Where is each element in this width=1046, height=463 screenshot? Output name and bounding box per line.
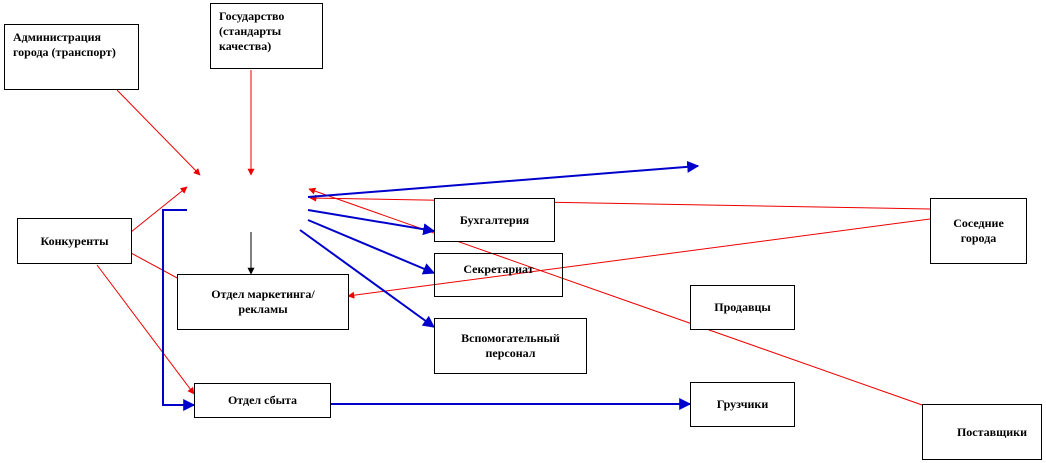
node-admin-label: Администрация города (транспорт)	[13, 30, 116, 59]
node-sales-dept: Отдел сбыта	[194, 383, 331, 418]
node-state: Государство (стандарты качества)	[210, 3, 323, 69]
node-competitors-label: Конкуренты	[40, 233, 109, 248]
node-loaders: Грузчики	[690, 382, 795, 427]
arrow-suppliers-to-center	[308, 187, 926, 407]
node-secretariat-label: Секретариат	[463, 262, 534, 276]
node-accounting: Бухгалтерия	[434, 198, 555, 242]
node-state-label: Государство (стандарты качества)	[219, 9, 285, 53]
arrow-center-to-accounting	[307, 209, 436, 236]
arrow-admin-to-center	[116, 89, 201, 176]
arrow-neighbors-to-center	[309, 194, 931, 210]
node-neighbors: Соседние города	[930, 198, 1027, 264]
arrow-neighbors-to-marketing	[347, 218, 931, 299]
arrow-competitors-to-sales-dept	[96, 264, 195, 395]
arrow-center-to-secretariat	[307, 219, 436, 275]
node-suppliers: Поставщики	[922, 404, 1042, 460]
node-sales-staff: Продавцы	[690, 285, 795, 330]
node-admin: Администрация города (транспорт)	[4, 24, 139, 90]
arrow-center-to-right	[307, 160, 700, 198]
arrow-competitors-to-center	[130, 186, 188, 233]
node-sales-staff-label: Продавцы	[714, 300, 771, 314]
node-accounting-label: Бухгалтерия	[459, 212, 530, 227]
node-loaders-label: Грузчики	[716, 397, 769, 411]
arrow-center-to-support	[299, 229, 435, 328]
arrow-center-to-sales-dept	[162, 209, 196, 411]
node-secretariat: Секретариат	[434, 253, 563, 297]
node-marketing-label: Отдел маркетинга/рекламы	[211, 287, 315, 316]
node-competitors: Конкуренты	[17, 218, 132, 264]
node-sales-dept-label: Отдел сбыта	[227, 393, 298, 407]
node-marketing: Отдел маркетинга/рекламы	[177, 274, 349, 330]
node-neighbors-label: Соседние города	[953, 216, 1004, 245]
node-support-label: Вспомогательный персонал	[461, 331, 560, 360]
node-support: Вспомогательный персонал	[434, 318, 587, 374]
node-suppliers-label: Поставщики	[956, 424, 1027, 439]
